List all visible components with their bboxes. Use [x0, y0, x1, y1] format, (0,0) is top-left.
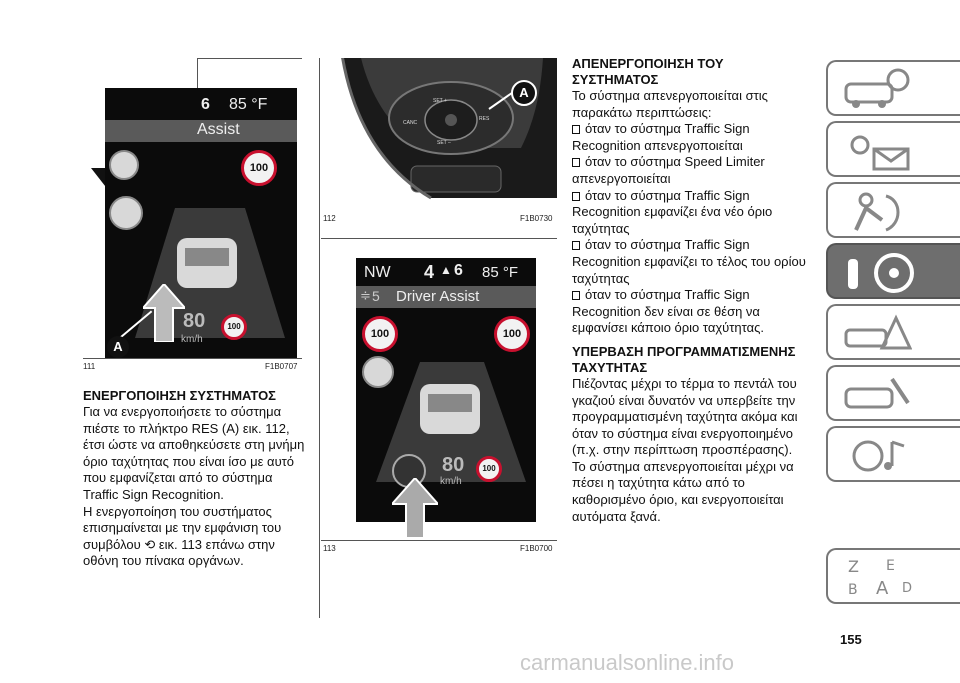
deactivation-list: όταν το σύστημα Traffic Sign Recognition…	[572, 121, 812, 337]
btn-set-plus[interactable]: SET +	[433, 98, 447, 104]
svg-text:Z: Z	[848, 557, 859, 576]
fig111-screen: 6 85 °F Assist 100 80 km/h 100	[105, 88, 297, 358]
list-item: όταν το σύστημα Traffic Sign Recognition…	[572, 121, 750, 153]
cruise-active-icon	[392, 454, 426, 488]
list-item: όταν το σύστημα Traffic Sign Recognition…	[572, 187, 773, 236]
activation-para2: Η ενεργοποίηση του συστήματος επισημαίνε…	[83, 503, 282, 569]
speed-limit-sign-right: 100	[494, 316, 530, 352]
deactivation-heading: ΑΠΕΝΕΡΓΟΠΟΙΗΣΗ ΤΟΥ ΣΥΣΤΗΜΑΤΟΣ	[572, 56, 724, 87]
fig113-code: F1B0700	[520, 544, 553, 553]
small-limit-sign: 100	[221, 314, 247, 340]
speed-unit: km/h	[181, 334, 203, 345]
title-bar	[105, 120, 297, 142]
svg-text:E: E	[886, 558, 895, 574]
emergency-icon	[844, 314, 912, 350]
page-number: 155	[840, 632, 862, 647]
speed-unit: km/h	[440, 476, 462, 487]
lane-icon: ≑	[360, 288, 371, 303]
column-separator	[319, 58, 320, 618]
warning-lights-icon	[850, 135, 910, 171]
callout-a: A	[511, 80, 537, 106]
fig113-screen: NW 4 ▲ 6 85 °F ≑ 5 Driver Assist 100 100…	[356, 258, 536, 522]
speed-limit-sign: 100	[241, 150, 277, 186]
tab-starting-driving[interactable]	[826, 243, 960, 299]
btn-set-minus[interactable]: SET –	[437, 140, 451, 146]
bullet-square-icon	[572, 241, 580, 251]
svg-text:A: A	[876, 578, 889, 599]
tab-emergency[interactable]	[826, 304, 960, 360]
col3-text: ΑΠΕΝΕΡΓΟΠΟΙΗΣΗ ΤΟΥ ΣΥΣΤΗΜΑΤΟΣ Το σύστημα…	[572, 56, 812, 525]
gear-indicator: 4	[424, 262, 435, 282]
btn-res[interactable]: RES	[479, 116, 490, 122]
col1-text: ΕΝΕΡΓΟΠΟΙΗΣΗ ΣΥΣΤΗΜΑΤΟΣ Για να ενεργοποι…	[83, 388, 308, 570]
road-graphic	[376, 362, 526, 482]
distance-icon	[109, 196, 143, 230]
fig113-bottom-rule	[321, 540, 557, 541]
fig112-number: 112	[323, 214, 336, 223]
gear-next: 6	[454, 262, 463, 279]
activation-para1: Για να ενεργοποιήσετε το σύστημα πιέστε …	[83, 404, 305, 502]
list-item: όταν το σύστημα Traffic Sign Recognition…	[572, 287, 765, 336]
tab-warning-lights[interactable]	[826, 121, 960, 177]
bullet-square-icon	[572, 158, 580, 168]
override-para1: Πιέζοντας μέχρι το τέρμα το πεντάλ του γ…	[572, 375, 798, 458]
btn-canc[interactable]: CANC	[403, 120, 418, 126]
activation-heading: ΕΝΕΡΓΟΠΟΙΗΣΗ ΣΥΣΤΗΜΑΤΟΣ	[83, 388, 276, 403]
svg-text:B: B	[848, 582, 858, 598]
bullet-square-icon	[572, 191, 580, 201]
distance-icon	[362, 356, 394, 388]
safety-icon	[854, 192, 900, 232]
speed-limit-sign-left: 100	[362, 316, 398, 352]
car-info-icon	[844, 68, 910, 108]
deactivation-intro: Το σύστημα απενεργοποιείται στις παρακάτ…	[572, 88, 768, 120]
list-item: όταν το σύστημα Speed Limiter απενεργοπο…	[572, 154, 765, 186]
bullet-square-icon	[572, 291, 580, 301]
up-arrow-icon	[143, 284, 185, 342]
fig111-image: B 6 85 °F Assist 100 80 km/h 100 A	[83, 58, 302, 358]
tab-multimedia[interactable]	[826, 426, 960, 482]
bullet-square-icon	[572, 125, 580, 135]
svg-text:D: D	[902, 581, 912, 596]
lane-number: 5	[372, 288, 380, 304]
screen-title: Driver Assist	[396, 288, 480, 305]
multimedia-icon	[852, 440, 905, 472]
compass-heading: NW	[364, 264, 391, 281]
watermark: carmanualsonline.info	[520, 650, 735, 675]
override-heading: ΥΠΕΡΒΑΣΗ ΠΡΟΓΡΑΜΜΑΤΙΣΜΕΝΗΣ ΤΑΧΥΤΗΤΑΣ	[572, 343, 796, 375]
outside-temp: 85 °F	[229, 96, 268, 113]
fig113-number: 113	[323, 544, 336, 553]
fig111-number: 111	[83, 362, 96, 371]
cruise-icon	[109, 150, 139, 180]
small-limit-sign: 100	[476, 456, 502, 482]
tab-car-info[interactable]	[826, 60, 960, 116]
speed-value: 80	[442, 454, 465, 476]
warning-triangle-icon: ▲	[440, 263, 452, 277]
screen-title: Assist	[197, 121, 240, 138]
gear-indicator: 6	[201, 96, 210, 113]
title-bar	[356, 286, 536, 308]
list-item: όταν το σύστημα Traffic Sign Recognition…	[572, 237, 806, 286]
fig112-code: F1B0730	[520, 214, 553, 223]
speed-value: 80	[183, 310, 206, 332]
maintenance-icon	[844, 377, 910, 409]
tab-maintenance[interactable]	[826, 365, 960, 421]
steering-wheel	[341, 58, 557, 200]
fig112-image: SET + CANC RES SET – A	[321, 58, 557, 210]
up-arrow-icon	[392, 478, 438, 538]
outside-temp: 85 °F	[482, 264, 519, 281]
tab-safety[interactable]	[826, 182, 960, 238]
callout-a: A	[107, 336, 129, 358]
fig111-bottom-rule	[83, 358, 302, 359]
fig112-bottom-rule	[321, 238, 557, 239]
override-para2: Το σύστημα απενεργοποιείται μέχρι να πέσ…	[572, 458, 794, 524]
starting-driving-icon	[848, 253, 914, 293]
fig111-code: F1B0707	[265, 362, 298, 371]
